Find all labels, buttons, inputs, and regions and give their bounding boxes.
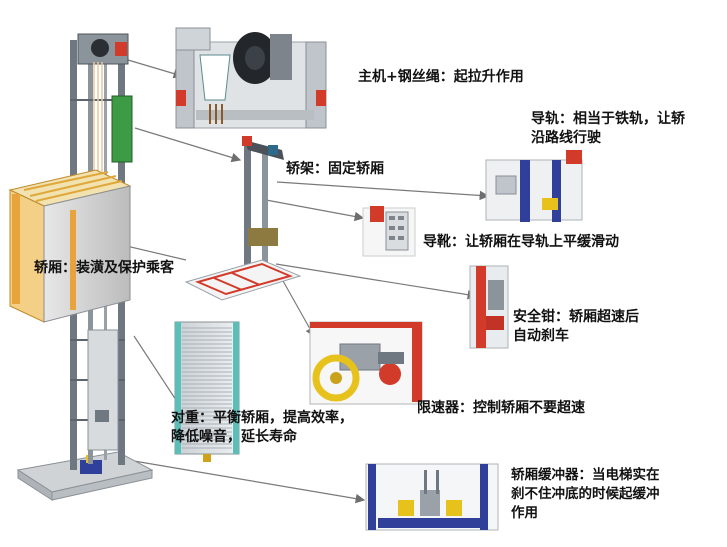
label-safety-gear: 安全钳：轿厢超速后 自动刹车 <box>513 309 639 344</box>
main-machine-detail <box>175 27 327 129</box>
guide-rail-detail <box>485 150 583 222</box>
label-car-buffer: 轿厢缓冲器：当电梯实在 刹不住冲底的时候起缓冲 作用 <box>511 467 660 521</box>
lower-column <box>87 329 119 451</box>
leader-lines <box>117 59 490 504</box>
label-guide-shoe: 导靴：让轿厢在导轨上平缓滑动 <box>423 234 619 250</box>
leader-main-machine <box>127 59 184 79</box>
car-frame-detail <box>184 136 302 301</box>
leader-buffer <box>127 459 366 504</box>
leader-counterweight <box>133 335 177 401</box>
elevator-shaft-model <box>8 33 154 501</box>
label-car: 轿厢：装潢及保护乘客 <box>34 260 174 276</box>
guide-shoe-detail <box>362 206 416 257</box>
machine-green-box <box>111 95 133 163</box>
label-main-machine: 主机+钢丝绳：起拉升作用 <box>358 69 524 85</box>
label-speed-governor: 限速器：控制轿厢不要超速 <box>417 400 585 416</box>
leader-safety-gear <box>275 263 478 300</box>
leader-speed-governor <box>277 271 315 338</box>
label-counterweight: 对重：平衡轿厢，提高效率， 降低噪音，延长寿命 <box>171 410 353 445</box>
car-side <box>43 185 131 323</box>
speed-governor-detail <box>309 321 423 405</box>
car-buffer-detail <box>365 463 499 531</box>
leader-car-frame <box>134 127 242 163</box>
leader-guide-rail <box>276 181 490 201</box>
label-car-frame: 轿架：固定轿厢 <box>286 161 384 177</box>
label-guide-rail: 导轨：相当于铁轨，让轿 沿路线行驶 <box>531 111 685 146</box>
pit-buffer-blue <box>80 460 102 474</box>
safety-gear-detail <box>469 265 509 349</box>
counterweight-detail <box>174 321 240 462</box>
leader-guide-shoe <box>265 199 365 222</box>
governor-wheel <box>312 354 360 402</box>
